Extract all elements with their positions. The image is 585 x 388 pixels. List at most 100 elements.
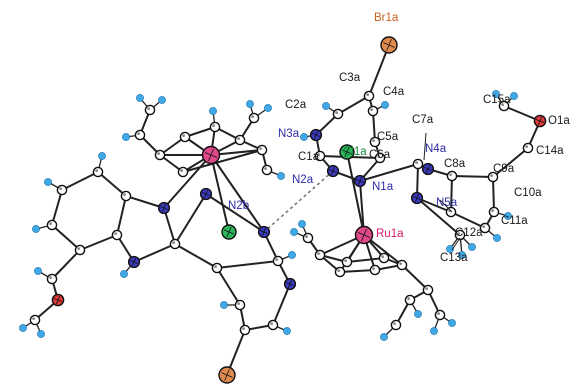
bond-c2b-c3b	[61, 171, 99, 191]
label-n4a: N4a	[425, 143, 447, 155]
atom-c15a	[498, 100, 510, 112]
atom-c12a	[445, 206, 457, 218]
label-n1a: N1a	[372, 181, 394, 193]
atom-c8b	[211, 262, 223, 274]
atom-c13a	[454, 229, 466, 241]
atom-c4a	[367, 105, 379, 117]
atom-c12b	[272, 255, 284, 267]
bond-c11b-n5b	[272, 283, 291, 326]
hydrogen-atom	[277, 172, 285, 180]
atom-p2	[179, 131, 191, 143]
label-c14a: C14a	[536, 145, 564, 157]
hydrogen-atom	[209, 107, 217, 115]
label-n2b: N2b	[228, 200, 249, 212]
hydrogen-atom	[34, 267, 42, 275]
atom-br1a	[380, 36, 398, 54]
atom-p8	[134, 129, 146, 141]
atom-n3a	[309, 128, 323, 142]
bond-n5a-c13a	[416, 197, 461, 236]
atom-r3	[378, 252, 390, 264]
atom-n1b	[157, 201, 171, 215]
atom-n4b	[127, 255, 141, 269]
label-c2a: C2a	[285, 99, 307, 111]
label-n2a: N2a	[292, 174, 314, 186]
bond-br1a-c3a	[368, 44, 390, 97]
hydrogen-atom	[158, 96, 166, 104]
atom-c9b	[234, 299, 246, 311]
hydrogen-atom	[220, 301, 228, 309]
atom-c13b	[46, 273, 58, 285]
hydrogen-atom	[300, 133, 308, 141]
atom-c1a	[314, 150, 326, 162]
atom-p4	[234, 134, 246, 146]
label-c9a: C9a	[493, 163, 515, 175]
label-c15a: C15a	[483, 94, 511, 106]
label-cl1a: Cl1a	[343, 146, 367, 158]
atom-n4a	[421, 162, 435, 176]
bond-c12b-c8b	[216, 260, 279, 269]
atom-ru1a	[354, 225, 374, 245]
atom-c5a	[369, 136, 381, 148]
bond-p5-p6	[182, 149, 263, 173]
label-c4a: C4a	[383, 86, 405, 98]
atom-c7b	[169, 238, 181, 250]
atom-c14b	[29, 314, 41, 326]
bond-c4b-c5b	[51, 224, 81, 251]
bond-c5b-c13b	[51, 249, 81, 280]
bond-c8a-c12a	[450, 175, 453, 213]
atom-layer	[19, 36, 547, 384]
atom-c14a	[522, 142, 534, 154]
bond-n1a-c7a	[359, 163, 419, 182]
atom-r10	[390, 319, 402, 331]
atom-c6a	[374, 152, 386, 164]
hydrogen-atom	[492, 90, 500, 98]
bond-c3a-c2a	[337, 95, 370, 115]
leader-c7a	[423, 132, 427, 161]
atom-p5	[256, 144, 268, 156]
atom-ru1b	[201, 145, 221, 165]
bond-c7b-n1b	[163, 207, 176, 245]
atom-c9a	[487, 171, 499, 183]
hydrogen-atom	[381, 101, 389, 109]
hydrogen-atom	[44, 178, 52, 186]
atom-br1b	[218, 366, 236, 384]
hydrogen-atom	[32, 225, 40, 233]
bond-c8b-c9b	[216, 267, 241, 306]
label-ru1a: Ru1a	[376, 228, 404, 240]
bond-c9a-c10a	[492, 176, 495, 213]
bond-r4-r8	[401, 264, 429, 291]
atom-p10	[248, 112, 260, 124]
hydrogen-atom	[136, 94, 144, 102]
atom-c2b	[92, 166, 104, 178]
hydrogen-atom	[322, 102, 330, 110]
hydrogen-atom	[493, 234, 501, 242]
label-br1a: Br1a	[374, 12, 399, 24]
atom-r8	[422, 284, 434, 296]
bond-c11a-c12a	[450, 211, 486, 229]
label-c11a: C11a	[501, 215, 528, 227]
atom-p1	[154, 149, 166, 161]
atom-p9	[261, 164, 273, 176]
atom-p3	[209, 121, 221, 133]
bond-n3b-n2b	[205, 193, 265, 233]
atom-c7a	[412, 158, 424, 170]
atom-n3b	[199, 187, 213, 201]
label-c10a: C10a	[514, 187, 542, 199]
bond-cl1a-ru1a	[346, 151, 365, 236]
hydrogen-atom	[504, 212, 512, 220]
hydrogen-atom	[288, 251, 296, 259]
hydrogen-atom	[446, 245, 454, 253]
atom-p6	[177, 166, 189, 178]
atom-n1a	[353, 174, 367, 188]
bond-c9a-c14a	[492, 147, 529, 178]
bond-r2-r3	[346, 257, 385, 263]
atom-n2a	[326, 164, 340, 178]
label-c1a: C1a	[298, 151, 320, 163]
atom-c5b	[74, 244, 86, 256]
bond-c1b-c2b	[97, 171, 127, 197]
atom-c4b	[46, 219, 58, 231]
atom-r11	[302, 232, 314, 244]
hydrogen-atom	[298, 220, 306, 228]
hydrogen-atom	[264, 104, 272, 112]
